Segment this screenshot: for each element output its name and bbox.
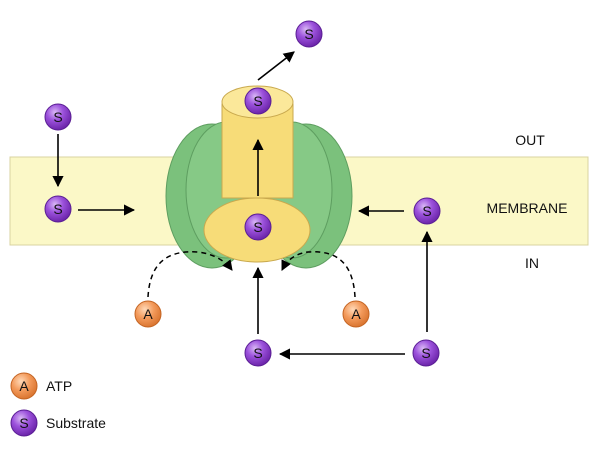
- substrate-letter: S: [53, 201, 62, 217]
- legend: A ATP S Substrate: [10, 372, 106, 437]
- substrate-letter: S: [253, 93, 262, 109]
- substrate-molecule: S: [244, 213, 272, 241]
- substrate-molecules: S S S S S S S S: [44, 20, 441, 367]
- legend-atp-letter: A: [19, 378, 29, 394]
- substrate-letter: S: [253, 345, 262, 361]
- legend-substrate-letter: S: [19, 415, 28, 431]
- substrate-molecule: S: [412, 339, 440, 367]
- substrate-molecule: S: [44, 195, 72, 223]
- legend-substrate-label: Substrate: [46, 415, 106, 431]
- atp-arrows: [147, 251, 356, 298]
- substrate-letter: S: [53, 109, 62, 125]
- arrow-exit-out: [257, 51, 295, 81]
- atp-molecule: A: [342, 300, 370, 328]
- legend-item-atp: A ATP: [10, 372, 72, 400]
- legend-item-substrate: S Substrate: [10, 409, 106, 437]
- region-label-membrane: MEMBRANE: [487, 200, 568, 216]
- substrate-molecule: S: [44, 103, 72, 131]
- atp-molecules: A A: [134, 300, 370, 328]
- substrate-molecule: S: [244, 339, 272, 367]
- substrate-molecule: S: [295, 20, 323, 48]
- substrate-molecule: S: [413, 197, 441, 225]
- substrate-letter: S: [421, 345, 430, 361]
- region-label-in: IN: [525, 255, 539, 271]
- substrate-letter: S: [304, 26, 313, 42]
- atp-molecule: A: [134, 300, 162, 328]
- substrate-molecule: S: [244, 87, 272, 115]
- atp-letter: A: [351, 306, 361, 322]
- atp-letter: A: [143, 306, 153, 322]
- atp-right-arrow: [281, 251, 356, 298]
- substrate-letter: S: [253, 219, 262, 235]
- region-label-out: OUT: [515, 132, 545, 148]
- substrate-letter: S: [422, 203, 431, 219]
- transport-arrows: [52, 51, 433, 360]
- legend-atp-label: ATP: [46, 378, 72, 394]
